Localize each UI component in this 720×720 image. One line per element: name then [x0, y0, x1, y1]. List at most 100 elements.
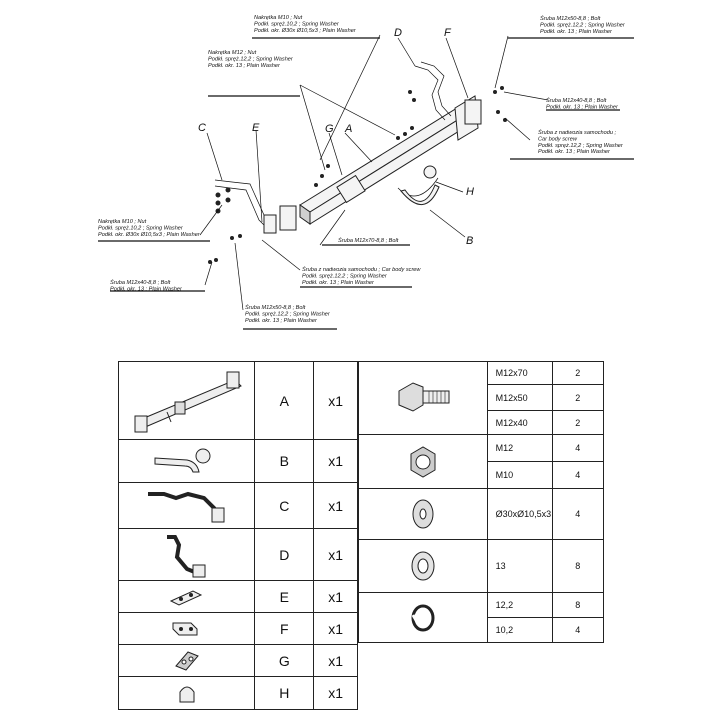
bracket-d-drawing [414, 61, 452, 121]
part-letter: F [254, 612, 315, 645]
spring-washer-count-2: 4 [551, 617, 605, 643]
large-washer-spec: Ø30xØ10,5x3 [486, 488, 553, 540]
part-image-cell [117, 482, 256, 529]
callout-body-screw-center: Śruba z nadwozia samochodu ; Car body sc… [302, 266, 421, 286]
part-quantity: x1 [313, 580, 358, 613]
bolt-cell [358, 361, 488, 435]
plate-f-drawing [464, 99, 482, 125]
part-quantity: x1 [313, 361, 358, 440]
bracket-c-icon [147, 491, 225, 522]
callout-bolt-m12x70: Śruba M12x70-8,8 ; Bolt [338, 237, 399, 244]
part-letter: B [254, 439, 315, 483]
callout-underlines [98, 37, 634, 330]
nut-cell [358, 434, 488, 489]
part-image-cell [117, 580, 256, 613]
part-letter: H [254, 676, 315, 710]
crossbar-icon [134, 371, 242, 432]
plate-f-icon [172, 622, 198, 635]
plate-e-drawing [279, 205, 297, 231]
large-washer-cell [358, 488, 488, 540]
hardware-table: M12x70 2 M12x50 2 M12x40 2 M12 4 M10 4 [358, 361, 605, 643]
plain-washer-icon [411, 551, 435, 581]
table-row: M10 4 [359, 461, 605, 489]
diagram-letter-a: A [344, 123, 352, 135]
socket-plate-icon [174, 650, 199, 671]
part-letter: D [254, 528, 315, 581]
part-quantity: x1 [313, 439, 358, 483]
nut-spec-2: M10 [486, 461, 553, 489]
part-quantity: x1 [313, 528, 358, 581]
callout-body-screw-right: Śruba z nadwozia samochodu ;Car body scr… [538, 129, 624, 155]
bracket-d-icon [166, 534, 206, 577]
part-letter: C [254, 482, 315, 529]
nut-count-2: 4 [551, 461, 605, 489]
plate-e-icon [169, 589, 202, 606]
part-image-cell [117, 439, 256, 483]
part-quantity: x1 [313, 482, 358, 529]
bolt-spec-1: M12x70 [486, 361, 553, 385]
bolt-count-1: 2 [551, 361, 605, 385]
spring-washer-spec-2: 10,2 [486, 617, 553, 643]
hardware-dots [208, 86, 507, 264]
part-image-cell [117, 612, 256, 645]
table-row: 13 8 [358, 539, 605, 593]
diagram-letter-f: F [444, 27, 452, 39]
part-image-cell [117, 528, 256, 581]
diagram-letter-d: D [394, 27, 402, 39]
table-row: M12x70 2 [358, 361, 605, 435]
bolt-spec-2: M12x50 [486, 384, 553, 411]
spring-washer-spec-1: 12,2 [486, 592, 553, 618]
diagram-letters: A B C D E F G H [198, 27, 474, 247]
table-row: M12 4 [358, 434, 605, 489]
table-row: M12x40 2 [359, 410, 605, 435]
nut-count-1: 4 [551, 434, 605, 462]
diagram-letter-e: E [252, 122, 260, 134]
spring-washer-count-1: 8 [551, 592, 605, 618]
part-quantity: x1 [313, 644, 358, 677]
bracket-c-drawing [214, 179, 277, 234]
bolt-count-2: 2 [551, 384, 605, 411]
diagram-letter-h: H [466, 186, 474, 198]
diagram-letter-c: C [198, 122, 206, 134]
part-quantity: x1 [313, 612, 358, 645]
bolt-count-3: 2 [551, 410, 605, 435]
large-washer-count: 4 [551, 488, 605, 540]
part-letter: A [254, 361, 315, 440]
part-image-cell [117, 361, 256, 440]
leader-lines [199, 34, 549, 311]
part-image-cell [117, 676, 256, 710]
table-row: 12,2 8 [358, 592, 605, 643]
nut-spec-1: M12 [486, 434, 553, 462]
part-quantity: x1 [313, 676, 358, 710]
part-letter: E [254, 580, 315, 613]
table-row: Ø30xØ10,5x3 4 [358, 488, 605, 540]
diagram-letter-b: B [466, 235, 473, 247]
bolt-spec-3: M12x40 [486, 410, 553, 435]
spring-washer-cell [358, 592, 488, 643]
nut-icon [410, 445, 436, 478]
diagram-letter-g: G [325, 123, 334, 135]
plain-washer-cell [358, 539, 488, 593]
towball-icon [154, 448, 211, 473]
table-row: 10,2 4 [359, 617, 605, 643]
part-letter: G [254, 644, 315, 677]
spring-washer-icon [411, 604, 435, 631]
